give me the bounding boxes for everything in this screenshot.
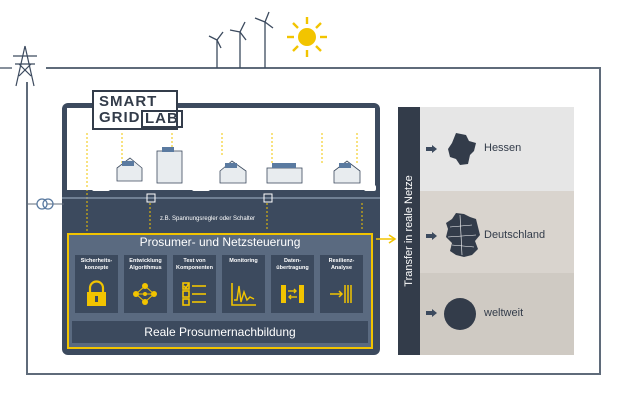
smart-grid-lab-logo: SMART GRID LAB: [92, 90, 183, 130]
logo-line-3: LAB: [141, 110, 183, 128]
module-component-test: Test von Komponenten: [173, 255, 216, 313]
module-label: Sicherheits- konzepte: [80, 258, 113, 271]
region-germany: Deutschland: [420, 191, 574, 273]
module-monitoring: Monitoring: [222, 255, 265, 313]
voltage-regulator-note: z.B. Spannungsregler oder Schalter: [160, 216, 256, 222]
arrow-icon: [426, 309, 437, 317]
waveform-icon: [231, 283, 256, 306]
transfer-label-text: Transfer in reale Netze: [403, 175, 415, 287]
globe-icon: [444, 298, 476, 330]
logo-line-2: GRID: [99, 109, 141, 126]
module-label: Daten- übertragung: [276, 258, 309, 271]
region-label: Hessen: [484, 142, 522, 154]
module-security: Sicherheits- konzepte: [75, 255, 118, 313]
transfer-bar: [398, 107, 420, 355]
logo-line-1: SMART: [99, 93, 158, 110]
module-algorithm: Entwicklung Algorithmus: [124, 255, 167, 313]
network-nodes-icon: [133, 283, 157, 305]
transfer-label: Transfer in reale Netze: [398, 107, 420, 355]
transfer-arrow-icon: [376, 234, 397, 244]
arrow-icon: [426, 145, 437, 153]
checklist-icon: [182, 282, 206, 306]
module-data-transfer: Daten- übertragung: [271, 255, 314, 313]
padlock-icon: [87, 280, 106, 306]
real-prosumer-footer: Reale Prosumernachbildung: [72, 321, 368, 343]
transformer-icon: [28, 198, 64, 210]
germany-map-icon: [446, 213, 480, 257]
sun-icon: [287, 17, 327, 57]
power-pylon-icon: [13, 45, 37, 87]
region-worldwide: weltweit: [420, 273, 574, 355]
region-hessen: Hessen: [420, 107, 574, 191]
resilience-arrow-icon: [330, 285, 352, 303]
control-title: Prosumer- und Netzsteuerung: [139, 235, 301, 249]
module-resilience: Resilienz- Analyse: [320, 255, 363, 313]
module-label: Resilienz- Analyse: [328, 258, 355, 271]
module-label: Test von Komponenten: [176, 258, 213, 271]
module-label: Monitoring: [229, 258, 258, 264]
hessen-map-icon: [448, 133, 476, 165]
prosumer-houses-scene: [62, 133, 380, 231]
region-label: Deutschland: [484, 229, 546, 241]
wind-turbines-icon: [208, 11, 274, 68]
data-transfer-icon: [281, 285, 304, 303]
region-label: weltweit: [484, 307, 524, 319]
module-label: Entwicklung Algorithmus: [129, 258, 162, 271]
arrow-icon: [426, 232, 437, 240]
